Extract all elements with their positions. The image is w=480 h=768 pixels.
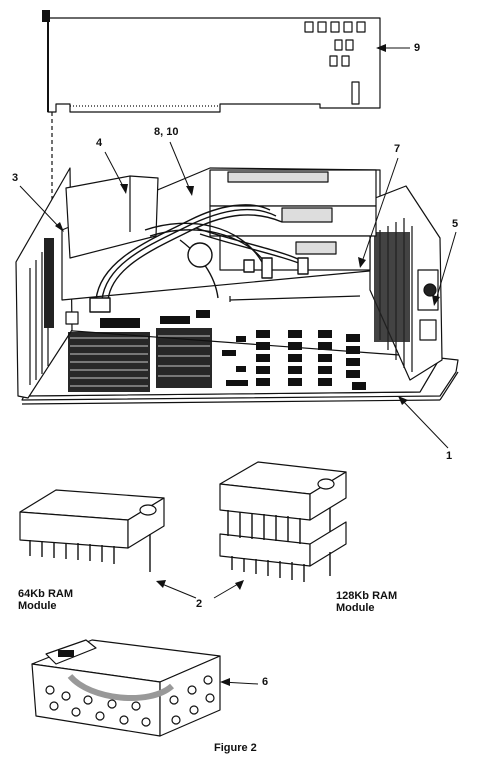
callout-5: 5 — [452, 218, 459, 230]
ram-64kb-chip — [19, 489, 165, 572]
power-supply — [65, 175, 159, 259]
ram-128kb-label-line1: 128Kb RAM — [336, 590, 398, 602]
ram-64kb-label-line2: Module — [18, 600, 57, 612]
disk-drives — [209, 169, 377, 302]
ram-128kb-label-line2: Module — [336, 602, 375, 614]
battery-holder — [31, 639, 259, 737]
callout-8-10: 8, 10 — [154, 126, 179, 138]
callout-9: 9 — [414, 42, 421, 54]
callout-1: 1 — [446, 450, 453, 462]
ram-64kb-label-line1: 64Kb RAM — [18, 588, 74, 600]
motherboard — [65, 310, 366, 392]
ram-128kb-label: 128Kb RAM Module — [336, 590, 397, 614]
ram-arrows — [156, 580, 244, 599]
callout-7: 7 — [394, 143, 401, 155]
callout-3: 3 — [12, 172, 19, 184]
callout-4: 4 — [96, 137, 103, 149]
callout-2: 2 — [196, 598, 203, 610]
callout-leaders — [19, 44, 457, 449]
ram-128kb-chip — [219, 461, 347, 582]
callout-6: 6 — [262, 676, 269, 688]
figure-caption: Figure 2 — [214, 742, 257, 754]
cable-bundle — [89, 204, 309, 313]
expansion-card — [42, 10, 381, 113]
ram-64kb-label: 64Kb RAM Module — [18, 588, 73, 612]
